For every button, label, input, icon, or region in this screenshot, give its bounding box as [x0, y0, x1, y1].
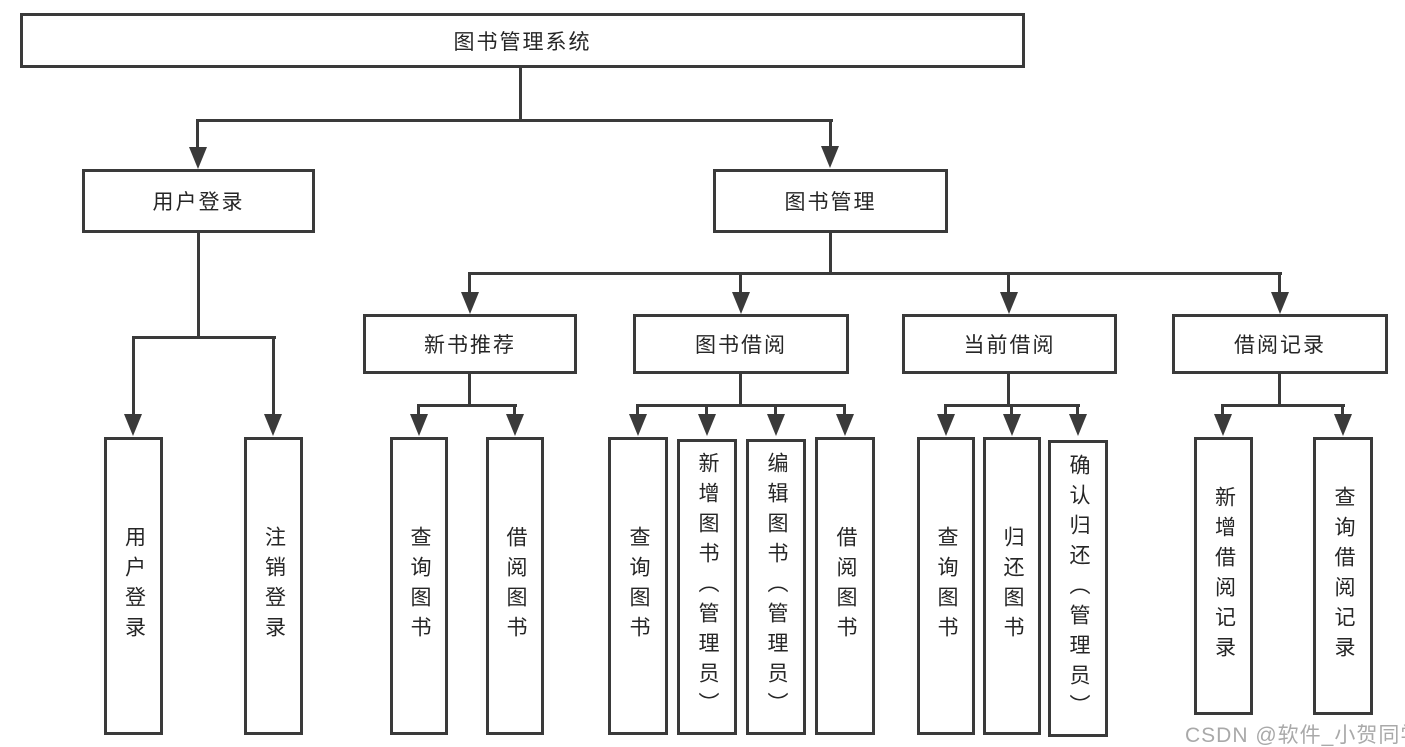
connector-drop: [774, 404, 777, 416]
connector-drop: [1010, 404, 1013, 416]
node-book-management: 图书管理: [713, 169, 948, 233]
leaf-user-login: 用户登录: [104, 437, 163, 735]
arrow-down-icon: [461, 292, 479, 314]
arrow-down-icon: [264, 414, 282, 436]
connector-drop: [636, 404, 639, 416]
leaf-add-books-admin: 新增图书（管理员）: [677, 439, 737, 735]
connector-rail: [636, 404, 846, 407]
node-user-login: 用户登录: [82, 169, 315, 233]
connector-drop: [1076, 404, 1079, 416]
csdn-watermark: CSDN @软件_小贺同学: [1185, 724, 1405, 747]
arrow-down-icon: [732, 292, 750, 314]
leaf-borrow-books: 借阅图书: [815, 437, 875, 735]
leaf-add-borrow-record: 新增借阅记录: [1194, 437, 1253, 715]
arrow-down-icon: [629, 414, 647, 436]
leaf-search-borrow-record: 查询借阅记录: [1313, 437, 1373, 715]
leaf-search-books-borrowing: 查询图书: [608, 437, 668, 735]
arrow-down-icon: [410, 414, 428, 436]
connector-stem: [1278, 374, 1281, 407]
leaf-confirm-return-admin: 确认归还（管理员）: [1048, 440, 1108, 737]
arrow-down-icon: [698, 414, 716, 436]
connector-drop: [196, 119, 199, 147]
connector-drop: [944, 404, 947, 416]
connector-level2-rail: [197, 119, 833, 122]
connector-level3-rail: [468, 272, 1282, 275]
leaf-borrow-books-recommend: 借阅图书: [486, 437, 544, 735]
connector-drop: [1278, 272, 1281, 294]
connector-drop: [739, 272, 742, 294]
connector-drop: [843, 404, 846, 416]
connector-stem: [468, 374, 471, 407]
connector-drop: [513, 404, 516, 416]
arrow-down-icon: [836, 414, 854, 436]
connector-drop: [417, 404, 420, 416]
connector-drop: [1007, 272, 1010, 294]
node-library-system: 图书管理系统: [20, 13, 1025, 68]
arrow-down-icon: [1334, 414, 1352, 436]
arrow-down-icon: [1214, 414, 1232, 436]
node-new-book-recommend: 新书推荐: [363, 314, 577, 374]
leaf-logout: 注销登录: [244, 437, 303, 735]
connector-user-login-rail: [132, 336, 276, 339]
connector-stem: [1007, 374, 1010, 407]
connector-drop: [272, 336, 275, 414]
connector-book-mgmt-stem: [829, 233, 832, 275]
arrow-down-icon: [1069, 414, 1087, 436]
node-current-borrowing: 当前借阅: [902, 314, 1117, 374]
arrow-down-icon: [821, 146, 839, 168]
connector-drop: [829, 119, 832, 147]
connector-drop: [705, 404, 708, 416]
arrow-down-icon: [1003, 414, 1021, 436]
leaf-return-books: 归还图书: [983, 437, 1041, 735]
connector-drop: [468, 272, 471, 294]
arrow-down-icon: [937, 414, 955, 436]
arrow-down-icon: [189, 147, 207, 169]
connector-root-stem: [519, 68, 522, 122]
connector-stem: [739, 374, 742, 407]
connector-drop: [132, 336, 135, 414]
connector-drop: [1341, 404, 1344, 416]
leaf-search-books-current: 查询图书: [917, 437, 975, 735]
connector-user-login-stem: [197, 233, 200, 339]
connector-drop: [1221, 404, 1224, 416]
leaf-search-books-recommend: 查询图书: [390, 437, 448, 735]
arrow-down-icon: [767, 414, 785, 436]
connector-rail: [417, 404, 517, 407]
arrow-down-icon: [506, 414, 524, 436]
arrow-down-icon: [1271, 292, 1289, 314]
node-book-borrowing: 图书借阅: [633, 314, 849, 374]
node-borrowing-records: 借阅记录: [1172, 314, 1388, 374]
arrow-down-icon: [1000, 292, 1018, 314]
connector-rail: [1221, 404, 1345, 407]
arrow-down-icon: [124, 414, 142, 436]
leaf-edit-books-admin: 编辑图书（管理员）: [746, 439, 806, 735]
